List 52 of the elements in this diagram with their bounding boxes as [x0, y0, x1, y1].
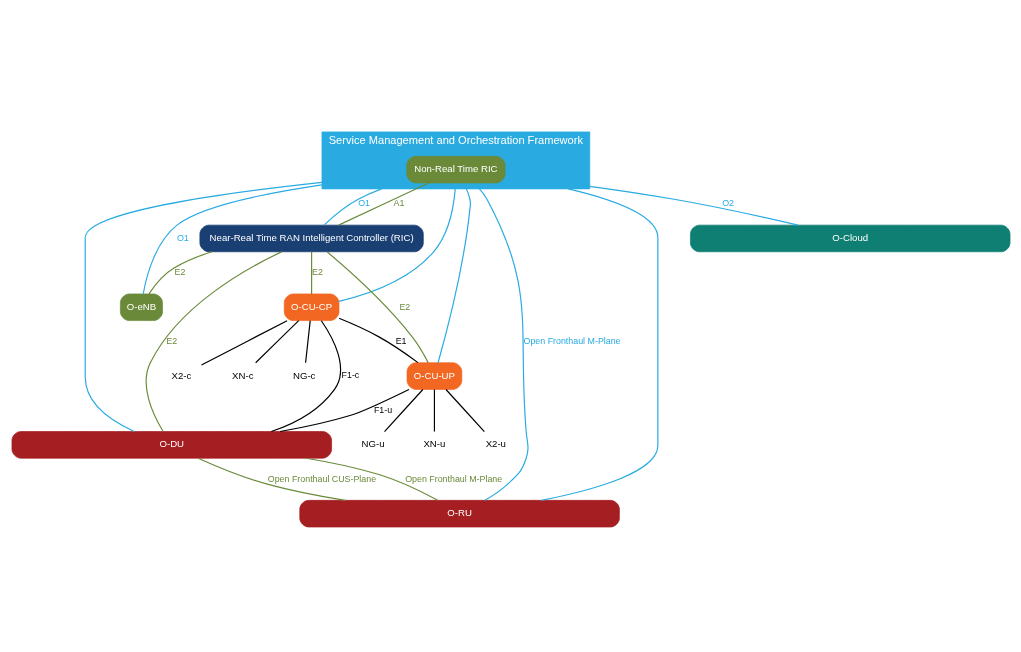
node-text: XN-u — [422, 437, 445, 449]
connector — [322, 187, 382, 226]
edge-label: E2 — [173, 266, 185, 277]
connector — [337, 317, 419, 363]
node-text: NG-u — [361, 437, 384, 449]
node-box: O-RU — [298, 499, 620, 527]
node-text: XN-c — [231, 369, 253, 381]
edge-label: A1 — [392, 197, 404, 208]
node-box: Near-Real Time RAN Intelligent Controller (RIC) — [199, 224, 424, 252]
connector — [310, 250, 312, 294]
node-box: O-CU-UP — [406, 361, 462, 390]
edge-label: O1 — [357, 197, 370, 208]
connector — [478, 187, 529, 501]
connector — [383, 388, 423, 432]
node-text: X2-u — [485, 437, 506, 449]
connector — [197, 457, 346, 501]
connector — [142, 183, 323, 294]
connector — [279, 388, 410, 432]
edge-label: E2 — [311, 266, 323, 277]
connector — [147, 250, 213, 294]
edge-label: O1 — [176, 232, 189, 243]
connector — [304, 319, 311, 363]
connector — [337, 187, 456, 302]
connector — [84, 181, 323, 432]
connector — [305, 457, 438, 501]
connector — [145, 250, 282, 432]
edge-label: Open Fronthaul CUS-Plane — [267, 473, 376, 484]
connector — [540, 187, 658, 501]
node-text: NG-c — [292, 369, 315, 381]
node-box: O-CU-CP — [283, 293, 339, 321]
edge-label: E2 — [165, 335, 177, 346]
connector — [254, 319, 299, 363]
edge-label: F1-u — [373, 404, 392, 415]
node-box: Non-Real Time RIC — [405, 155, 505, 183]
edge-label: E1 — [395, 335, 407, 346]
node-box: O-eNB — [119, 293, 163, 321]
connector — [270, 319, 341, 432]
connector — [337, 181, 429, 226]
node-text: X2-c — [171, 369, 191, 381]
connector — [433, 388, 435, 432]
edge-label: O2 — [721, 197, 734, 208]
node-box: O-Cloud — [689, 224, 1010, 252]
connector — [444, 388, 485, 432]
connector — [588, 185, 799, 226]
edge-label: E2 — [398, 301, 410, 312]
connector — [436, 187, 471, 363]
connector — [200, 319, 288, 365]
edge-label: Open Fronthaul M-Plane — [404, 473, 502, 484]
edge-label: F1-c — [341, 369, 359, 380]
edge-label: Open Fronthaul M-Plane — [523, 335, 621, 346]
connector — [326, 250, 429, 363]
node-box: O-DU — [11, 430, 332, 459]
